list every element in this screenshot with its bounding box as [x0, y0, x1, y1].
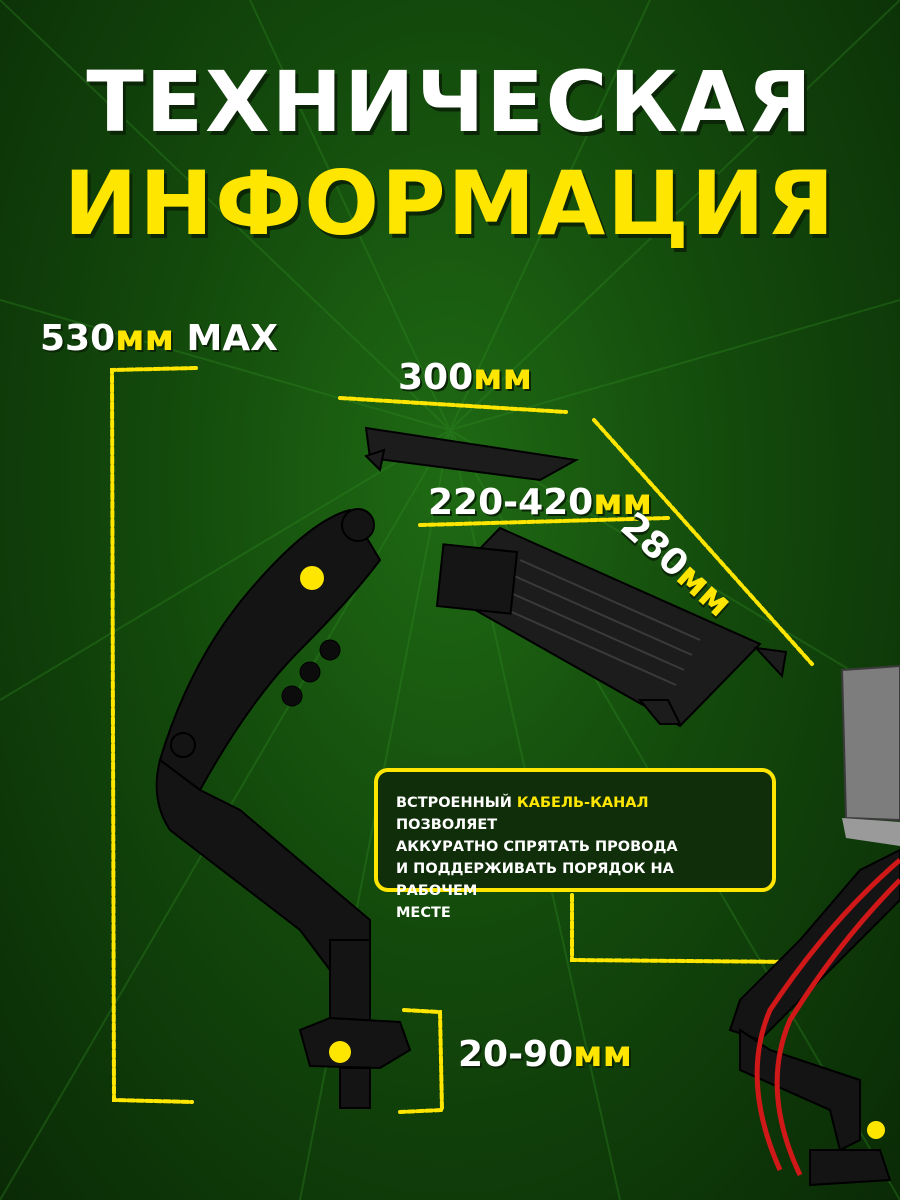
title-line-2: ИНФОРМАЦИЯ	[63, 152, 837, 255]
tray-adjust-value: 220-420	[428, 482, 594, 523]
callout-rest: позволяет	[396, 817, 498, 833]
height-dimension-line	[109, 366, 198, 1104]
height-suffix: MAX	[174, 318, 278, 359]
vesa-plate	[435, 543, 519, 615]
callout-prefix: Встроенный	[396, 795, 517, 811]
tray-depth-dimension-line	[592, 418, 814, 666]
callout-line-3: и поддерживать порядок на рабочем	[396, 861, 674, 899]
tray-width-value: 300	[398, 357, 474, 398]
clamp-unit: мм	[573, 1034, 632, 1075]
cable-channel-callout: Встроенный кабель-канал позволяет аккура…	[374, 768, 776, 921]
arm-knobs	[281, 639, 341, 707]
laptop-illustration	[840, 664, 900, 846]
clamp-label: 20-90мм	[458, 1034, 632, 1075]
callout-line-2: аккуратно спрятать провода	[396, 839, 678, 855]
tray-adjust-label: 220-420мм	[428, 482, 652, 523]
tray-width-dimension-line	[338, 396, 568, 414]
tray-adjust-dimension-line	[418, 516, 670, 527]
laptop-tray	[364, 426, 788, 728]
tray-width-unit: мм	[473, 357, 533, 398]
clamp-value: 20-90	[458, 1034, 574, 1075]
red-cables	[754, 858, 900, 1177]
clamp-dimension-line	[398, 1008, 445, 1114]
monitor-arm	[155, 508, 412, 1109]
callout-line-1: Встроенный кабель-канал позволяет	[396, 792, 754, 836]
title-line-1: ТЕХНИЧЕСКАЯ	[86, 53, 814, 151]
height-unit: мм	[115, 318, 175, 359]
height-label: 530мм MAX	[40, 318, 278, 359]
tray-adjust-unit: мм	[593, 482, 653, 523]
height-value: 530	[40, 318, 116, 359]
nb-logo	[300, 566, 351, 1063]
callout-line-4: месте	[396, 905, 451, 921]
callout-leader-line	[570, 893, 802, 964]
tray-width-label: 300мм	[398, 357, 532, 398]
callout-highlight: кабель-канал	[516, 795, 649, 811]
